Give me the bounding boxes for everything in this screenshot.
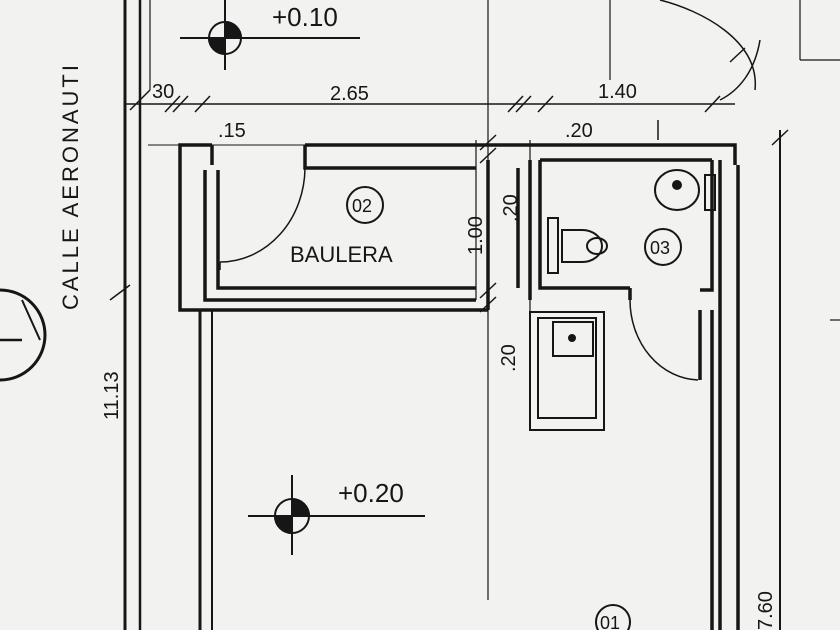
- room-02-circle: [346, 186, 384, 224]
- vertical-dim-ticks: [109, 47, 789, 313]
- dim-20-low: .20: [498, 344, 520, 372]
- dim-7-60: 7.60: [755, 591, 777, 630]
- dim-1-40: 1.40: [598, 81, 637, 103]
- street-label: CALLE AERONAUTI: [58, 62, 83, 310]
- room-03-number: 03: [650, 238, 670, 258]
- dim-1-00: 1.00: [465, 216, 487, 255]
- doors: [219, 0, 761, 381]
- street-circle-arc: [0, 288, 47, 382]
- room-02-name: BAULERA: [290, 242, 393, 267]
- dim-30: 30: [152, 81, 174, 103]
- dim-20-mid: .20: [500, 194, 522, 222]
- dim-20-top: .20: [565, 120, 593, 142]
- street-boundary-lines: [123, 0, 213, 630]
- room-02-number: 02: [352, 196, 372, 216]
- walls: [178, 143, 740, 630]
- level-marker-top: [180, 0, 360, 70]
- kitchen-counter: [529, 311, 605, 431]
- room-03-circle: [644, 228, 682, 266]
- level-top: +0.10: [272, 2, 338, 32]
- dim-11-13: 11.13: [101, 371, 123, 420]
- room-01-circle: [595, 604, 631, 630]
- bath-fixtures: [547, 169, 716, 274]
- room-01-number: 01: [600, 613, 620, 630]
- dim-2-65: 2.65: [330, 83, 369, 105]
- level-marker-bottom: [248, 475, 425, 555]
- level-bottom: +0.20: [338, 478, 404, 508]
- dim-15: .15: [218, 120, 246, 142]
